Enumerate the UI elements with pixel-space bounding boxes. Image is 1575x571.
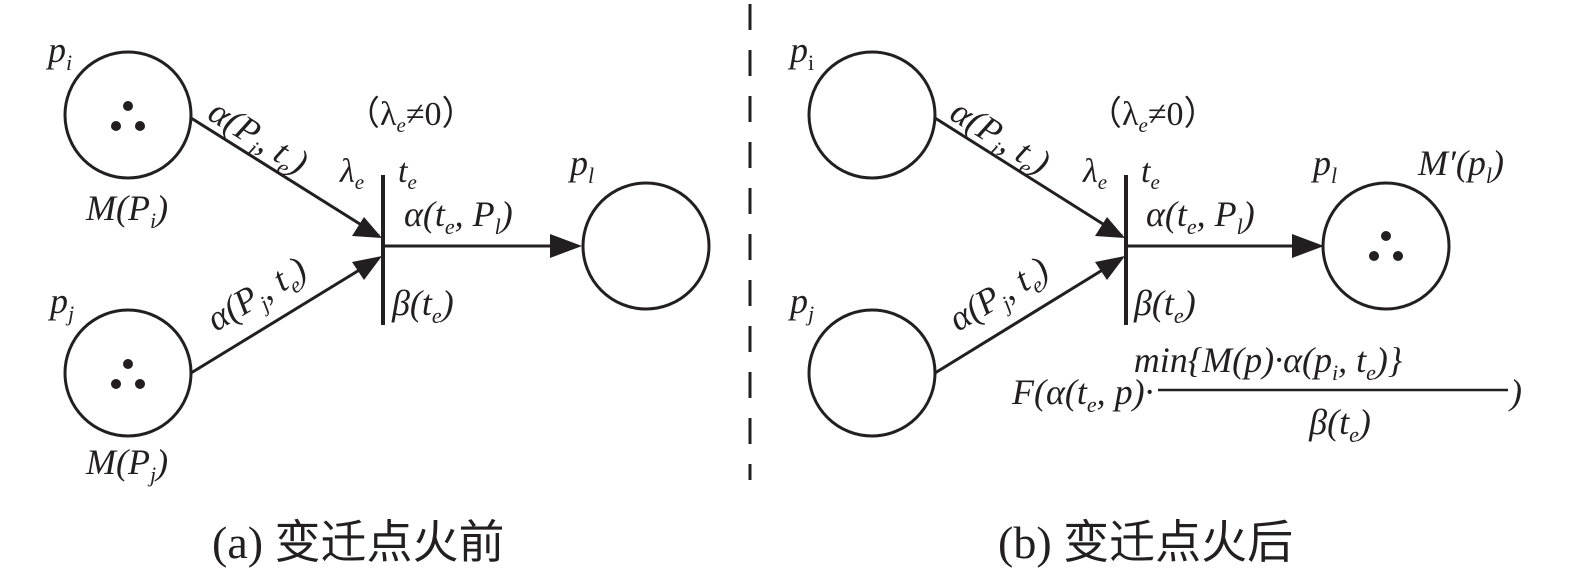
token xyxy=(135,121,145,131)
beta-label: β(te) xyxy=(1133,283,1196,328)
tokens-pl xyxy=(1369,231,1403,261)
caption-b: (b) 变迁点火后 xyxy=(998,517,1293,568)
rate-condition: （λe≠0） xyxy=(346,95,476,137)
label-pl: pl xyxy=(567,143,594,188)
arc-label-pj: α(Pj, te) xyxy=(942,249,1058,344)
arc-label-pj: α(Pj, te) xyxy=(200,249,316,344)
arc-pj-te xyxy=(190,256,380,375)
place-pl xyxy=(581,181,711,311)
transition-label: te xyxy=(398,153,417,194)
place-pj xyxy=(807,308,937,438)
formula-right: ) xyxy=(1508,372,1522,412)
arrowhead xyxy=(352,217,382,238)
marking-pj: M(Pj) xyxy=(85,442,168,487)
tokens-pj xyxy=(111,359,145,389)
label-pl: pl xyxy=(1310,143,1337,188)
tokens-pi xyxy=(111,101,145,131)
arrowhead xyxy=(1292,234,1324,258)
rate-label: λe xyxy=(339,153,364,194)
token xyxy=(1393,251,1403,261)
label-pi: pi xyxy=(787,30,814,75)
token xyxy=(135,379,145,389)
label-pi: pi xyxy=(45,30,72,75)
arc-label-pi: α(Pi, te) xyxy=(199,91,315,187)
formula-numerator: min{M(p)·α(pi, te)} xyxy=(1134,340,1403,385)
arrowhead xyxy=(1095,256,1125,280)
panel-a: pi M(Pi) pj M(Pj) （λe≠0） λe te β(te) α(P… xyxy=(45,30,711,568)
arc-pi-te xyxy=(190,116,380,238)
formula-left: F(α(te, p)· xyxy=(1011,372,1154,417)
token xyxy=(1369,251,1379,261)
place-pi xyxy=(807,50,937,180)
token xyxy=(1381,231,1391,241)
arc-label-out: α(te, Pl) xyxy=(1146,194,1255,239)
rate-label: λe xyxy=(1082,153,1107,194)
place-pi xyxy=(63,50,193,180)
firing-formula: F(α(te, p)· min{M(p)·α(pi, te)} β(te) ) xyxy=(1011,340,1522,447)
place-pl xyxy=(1321,181,1451,311)
marking-pl: M′(pl) xyxy=(1417,143,1504,188)
token xyxy=(111,379,121,389)
token xyxy=(123,359,133,369)
caption-a: (a) 变迁点火前 xyxy=(212,517,505,568)
panel-b: pi pj （λe≠0） λe te β(te) α(Pi, te) α(Pj,… xyxy=(787,30,1522,568)
label-pj: pj xyxy=(787,281,814,326)
formula-denominator: β(te) xyxy=(1308,402,1371,447)
arc-label-out: α(te, Pl) xyxy=(404,194,513,239)
token xyxy=(123,101,133,111)
arc-label-pi: α(Pi, te) xyxy=(941,91,1057,187)
arrowhead xyxy=(550,234,582,258)
label-pj: pj xyxy=(47,281,74,326)
place-pj xyxy=(63,308,193,438)
arc-pj-te xyxy=(934,256,1123,375)
marking-pi: M(Pi) xyxy=(85,188,168,233)
arrowhead xyxy=(1095,217,1125,238)
rate-condition: （λe≠0） xyxy=(1088,95,1218,137)
arc-pi-te xyxy=(934,116,1123,238)
beta-label: β(te) xyxy=(391,283,454,328)
arrowhead xyxy=(352,256,382,280)
transition-label: te xyxy=(1141,153,1160,194)
token xyxy=(111,121,121,131)
